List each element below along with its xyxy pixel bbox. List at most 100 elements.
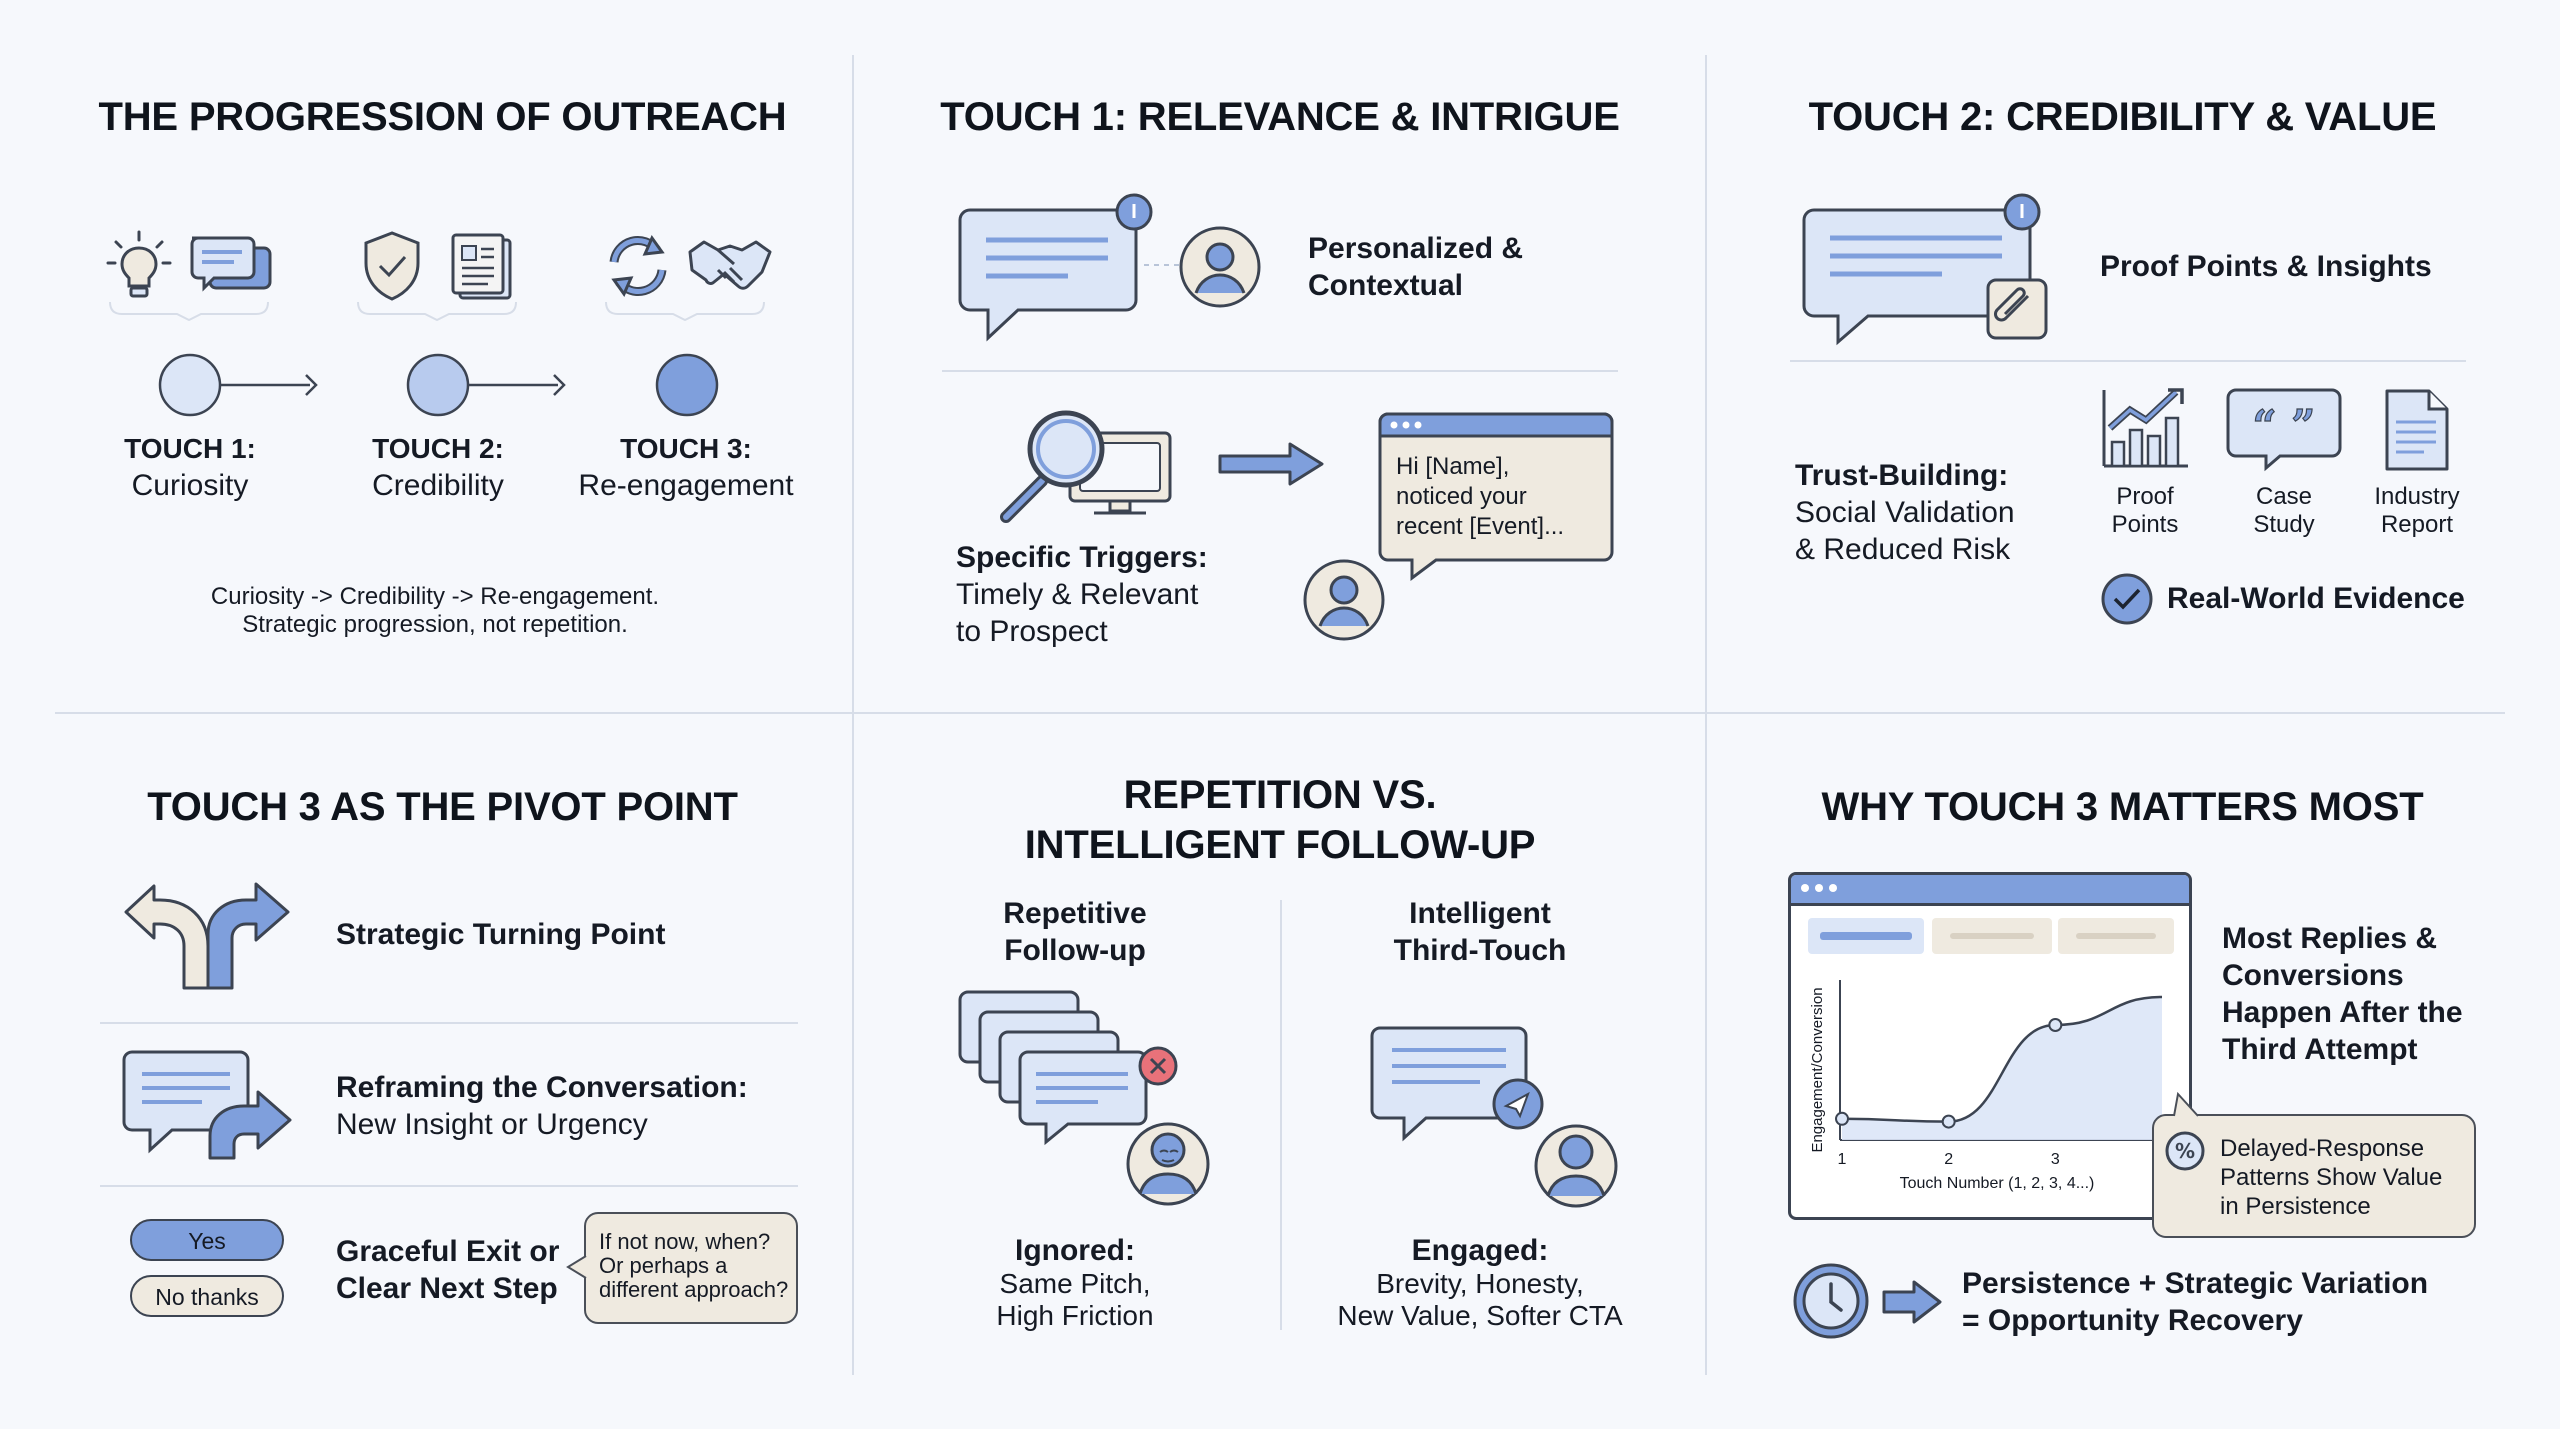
chat-bubble-icon — [958, 193, 1153, 342]
footer-line-1: Persistence + Strategic Variation — [1962, 1267, 2429, 1300]
callout-tail — [2173, 1091, 2199, 1117]
fork-arrow-icon — [124, 882, 290, 990]
message-window — [1378, 412, 1614, 581]
pivot-separator-1 — [100, 1022, 798, 1024]
connector-dashes — [1144, 264, 1180, 266]
trust-bold: Trust-Building: — [1795, 459, 2009, 492]
shield-check-icon — [364, 231, 420, 301]
data-point-2 — [1941, 1114, 1956, 1129]
y-axis-label: Engagement/Conversion — [1809, 987, 1826, 1152]
refresh-icon — [609, 234, 667, 298]
exit-note-bubble — [584, 1212, 798, 1324]
touch2-sub: Credibility — [372, 469, 504, 502]
side-line-4: Third Attempt — [2222, 1033, 2418, 1066]
pivot-separator-2 — [100, 1185, 798, 1187]
touch2-node — [406, 353, 470, 417]
check-circle-icon — [2101, 573, 2153, 625]
series-line — [1841, 995, 2163, 1123]
touch3-node — [655, 353, 719, 417]
x-axis-label: Touch Number (1, 2, 3, 4...) — [1900, 1175, 2095, 1192]
data-point-3 — [2048, 1018, 2063, 1032]
engaged-bold: Engaged: — [1411, 1234, 1549, 1267]
triggers-line-2: Timely & Relevant — [956, 578, 1199, 611]
chart-window-titlebar — [1791, 875, 2189, 906]
industry-report-line-2: Report — [2380, 511, 2454, 538]
x-tick-1: 1 — [1838, 1151, 1847, 1168]
exit-note-tail — [566, 1255, 587, 1279]
touch3-label: TOUCH 3: — [620, 433, 752, 464]
touch1-node — [158, 353, 222, 417]
trust-line-3: & Reduced Risk — [1795, 533, 2011, 566]
series-area — [1842, 997, 2162, 1140]
reframing-line-2: New Insight or Urgency — [336, 1108, 648, 1141]
clock-icon — [1793, 1263, 1869, 1339]
message-line-2: noticed your — [1396, 483, 1527, 510]
magnifier-monitor-icon — [1000, 410, 1172, 523]
graceful-exit-line-1: Graceful Exit or — [336, 1235, 560, 1268]
comparison-divider — [1280, 900, 1282, 1330]
panel2-separator — [942, 370, 1618, 372]
document-icon — [451, 233, 512, 300]
bar-chart-icon — [2102, 388, 2188, 468]
side-line-3: Happen After the — [2222, 996, 2463, 1029]
proof-points-line-1: Proof — [2116, 483, 2174, 510]
repetitive-head-2: Follow-up — [1004, 934, 1146, 967]
intelligent-head-1: Intelligent — [1409, 897, 1551, 930]
callout-line-2: Patterns Show Value — [2220, 1164, 2443, 1191]
exit-note-line-3: different approach? — [599, 1277, 789, 1302]
percent-icon: % — [2165, 1131, 2205, 1171]
panel-title: WHY TOUCH 3 MATTERS MOST — [1821, 785, 2424, 829]
real-world-evidence-label: Real-World Evidence — [2167, 582, 2465, 615]
triggers-line-3: to Prospect — [956, 615, 1108, 648]
ignored-line-2: Same Pitch, — [999, 1268, 1151, 1299]
yes-button[interactable]: Yes — [130, 1219, 284, 1261]
x-tick-3: 3 — [2051, 1151, 2060, 1168]
engaged-line-2: Brevity, Honesty, — [1376, 1268, 1584, 1299]
caption-line-2: Strategic progression, not repetition. — [242, 611, 628, 638]
panel-title: THE PROGRESSION OF OUTREACH — [98, 95, 787, 139]
case-study-line-2: Study — [2253, 511, 2315, 538]
caption-line-1: Curiosity -> Credibility -> Re-engagemen… — [210, 583, 660, 610]
callout-line-1: Delayed-Response — [2220, 1135, 2425, 1162]
case-study-line-1: Case — [2255, 483, 2313, 510]
chart-tab-2[interactable] — [1932, 918, 2052, 954]
personalized-label-1: Personalized & — [1308, 232, 1524, 265]
lightbulb-icon — [106, 230, 172, 298]
side-line-1: Most Replies & — [2222, 922, 2438, 955]
chat-bubble-attachment-icon — [1802, 193, 2048, 346]
turning-point-label: Strategic Turning Point — [336, 918, 666, 951]
user-avatar-icon — [1179, 226, 1261, 308]
bracket-1 — [109, 301, 269, 322]
reframe-chat-icon — [122, 1050, 292, 1160]
proof-insights-label: Proof Points & Insights — [2100, 250, 2432, 283]
touch1-sub: Curiosity — [131, 469, 249, 502]
chart-tab-active[interactable] — [1808, 918, 1924, 954]
data-point-1 — [1835, 1111, 1849, 1126]
arrow-right-icon — [1218, 442, 1324, 486]
chart-tab-3[interactable] — [2058, 918, 2174, 954]
persistence-callout — [2152, 1114, 2476, 1238]
touch1-label: TOUCH 1: — [124, 433, 256, 464]
divider-vertical-2 — [1705, 55, 1707, 1375]
ignored-line-3: High Friction — [996, 1300, 1154, 1331]
quote-icon: “ ” — [2226, 388, 2342, 472]
divider-vertical-1 — [852, 55, 854, 1375]
handshake-icon — [688, 240, 772, 290]
no-thanks-button[interactable]: No thanks — [130, 1275, 284, 1317]
touch3-sub: Re-engagement — [578, 469, 794, 502]
x-tick-2: 2 — [1944, 1151, 1953, 1168]
svg-text:“ ”: “ ” — [2253, 401, 2316, 450]
panel-title: TOUCH 3 AS THE PIVOT POINT — [147, 785, 738, 829]
footer-line-2: = Opportunity Recovery — [1962, 1304, 2303, 1337]
callout-line-3: in Persistence — [2220, 1193, 2371, 1220]
exit-note-line-1: If not now, when? — [599, 1229, 771, 1254]
personalized-label-2: Contextual — [1308, 269, 1464, 302]
stacked-messages-icon — [958, 990, 1210, 1206]
reframing-bold: Reframing the Conversation: — [336, 1071, 748, 1104]
touch2-label: TOUCH 2: — [372, 433, 504, 464]
bracket-3 — [605, 301, 765, 322]
report-icon — [2385, 389, 2449, 471]
panel3-separator — [1790, 360, 2466, 362]
proof-points-line-2: Points — [2111, 511, 2179, 538]
